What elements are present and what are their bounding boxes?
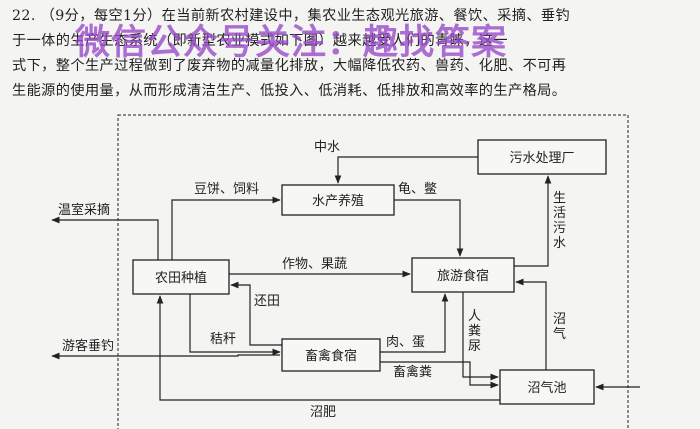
midwater-label: 中水 — [314, 140, 340, 155]
sewage-plant-label: 污水处理厂 — [509, 151, 574, 166]
return-field-label: 还田 — [254, 294, 280, 309]
beancake-feed-arrow — [171, 196, 281, 260]
tourism-box — [411, 257, 515, 293]
human-manure-arrow — [462, 292, 499, 381]
return-field-arrow — [230, 281, 282, 346]
farmland-label: 农田种植 — [155, 271, 207, 286]
turtle-fish-arrow — [394, 199, 464, 257]
tourist-fishing-arrow — [51, 352, 280, 360]
domestic-sewage-char-3: 污 — [553, 221, 566, 236]
human-manure-label: 人 粪 尿 — [468, 309, 485, 354]
tourism-label: 旅游食宿 — [437, 268, 489, 284]
meat-egg-label: 肉、蛋 — [386, 335, 425, 350]
biogas-fertilizer-arrow — [156, 295, 500, 401]
question-line-4: 生能源的使用量，从而形成清洁生产、低投入、低消耗、低排放和高效率的生产格局。 — [12, 83, 567, 99]
manure-arrow — [380, 361, 499, 389]
biogas-box — [499, 369, 595, 405]
domestic-sewage-label: 生 活 污 水 — [553, 191, 570, 251]
beancake-feed-label: 豆饼、饲料 — [194, 182, 259, 197]
biogas-label: 沼气池 — [527, 380, 566, 396]
human-manure-char-3: 尿 — [468, 339, 481, 354]
aquaculture-label: 水产养殖 — [312, 193, 364, 209]
straw-label: 秸秆 — [210, 332, 236, 347]
meat-egg-arrow — [380, 293, 449, 353]
question-line-2: 于一体的生产生态系统（即新型农业模式如下图）越来越受人们的青睐，这一 — [12, 33, 508, 49]
greenhouse-picking-arrow — [51, 216, 159, 260]
domestic-sewage-char-4: 水 — [553, 236, 566, 251]
midwater-arrow — [334, 156, 478, 184]
tourist-fishing-label: 游客垂钓 — [62, 338, 114, 354]
greenhouse-picking-label: 温室采摘 — [58, 202, 110, 218]
domestic-sewage-char-2: 活 — [553, 206, 566, 221]
livestock-label: 畜禽食宿 — [305, 348, 357, 364]
straw-arrow — [189, 294, 281, 356]
diagram-frame — [117, 114, 629, 429]
human-manure-char-1: 人 — [468, 309, 481, 324]
domestic-sewage-arrow — [514, 175, 552, 267]
biogas-gas-label: 沼 气 — [553, 312, 570, 342]
question-text: 22. （9分，每空1分）在当前新农村建设中，集农业生态观光旅游、餐饮、采摘、垂… — [12, 4, 692, 104]
question-line-1: 22. （9分，每空1分）在当前新农村建设中，集农业生态观光旅游、餐饮、采摘、垂… — [12, 8, 571, 24]
human-manure-char-2: 粪 — [468, 324, 481, 339]
biogas-gas-char-2: 气 — [553, 326, 566, 342]
biogas-gas-arrow — [515, 278, 547, 370]
domestic-sewage-char-1: 生 — [553, 191, 566, 206]
farmland-box — [132, 259, 230, 295]
biogas-fertilizer-label: 沼肥 — [310, 405, 336, 420]
turtle-fish-label: 龟、鳖 — [398, 182, 437, 197]
manure-label: 畜禽粪 — [393, 364, 432, 380]
biogas-gas-char-1: 沼 — [553, 312, 566, 327]
crops-veg-label: 作物、果蔬 — [282, 257, 347, 272]
livestock-box — [281, 338, 381, 372]
question-line-3: 式下，整个生产过程做到了废弃物的减量化排放，大幅降低农药、兽药、化肥、不可再 — [12, 58, 567, 74]
